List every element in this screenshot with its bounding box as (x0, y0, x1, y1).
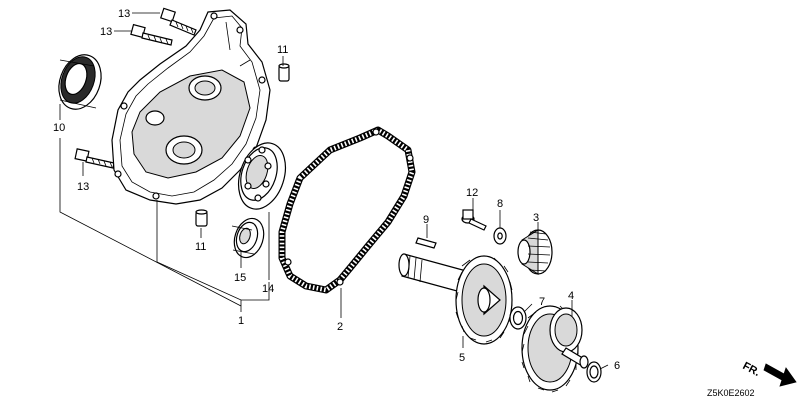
callout-8: 8 (497, 198, 503, 210)
bearing-part-15 (231, 217, 265, 259)
dowel-pin-part-11-upper (278, 63, 290, 82)
gasket-part-2 (278, 126, 416, 294)
callout-13-middle: 13 (100, 26, 112, 38)
callout-15: 15 (234, 272, 246, 284)
washer-part-8 (493, 227, 507, 245)
oil-seal-part-10 (58, 54, 102, 110)
callout-7: 7 (539, 296, 545, 308)
dowel-pin-part-11-lower (195, 209, 208, 227)
front-direction-arrow: FR. (741, 360, 797, 387)
callout-13-top: 13 (118, 8, 130, 20)
callout-4: 4 (568, 290, 574, 302)
gear-part-4 (521, 305, 589, 393)
washer-part-6 (586, 361, 602, 383)
callout-3: 3 (533, 212, 539, 224)
callout-labels: 13 13 13 11 11 10 15 14 1 2 12 8 9 3 7 4… (53, 8, 620, 372)
callout-6: 6 (614, 360, 620, 372)
callout-13-lower: 13 (77, 181, 89, 193)
leader-lines (59, 12, 609, 370)
callout-12: 12 (466, 187, 478, 199)
pin-part-9 (415, 237, 437, 249)
callout-10: 10 (53, 122, 65, 134)
bolt-part-13-lower (74, 148, 115, 169)
washer-part-7 (509, 306, 527, 330)
front-direction-label: FR. (741, 360, 762, 379)
diagram-code: Z5K0E2602 (707, 388, 755, 398)
callout-5: 5 (459, 352, 465, 364)
bolt-part-13-top (159, 7, 197, 36)
gear-part-3 (517, 229, 553, 275)
arrow-right-icon (763, 363, 797, 387)
shaft-gear-part-5 (398, 253, 513, 345)
callout-14: 14 (262, 283, 274, 295)
callout-1: 1 (238, 315, 244, 327)
flange-bolt-part-12 (461, 209, 487, 231)
callout-11-upper: 11 (277, 44, 288, 56)
callout-9: 9 (423, 214, 429, 226)
gear-case-cover-part-1 (111, 9, 271, 205)
bearing-part-14 (237, 142, 287, 210)
bolt-part-13-middle (130, 23, 173, 46)
callout-2: 2 (337, 321, 343, 333)
callout-11-lower: 11 (195, 241, 206, 253)
